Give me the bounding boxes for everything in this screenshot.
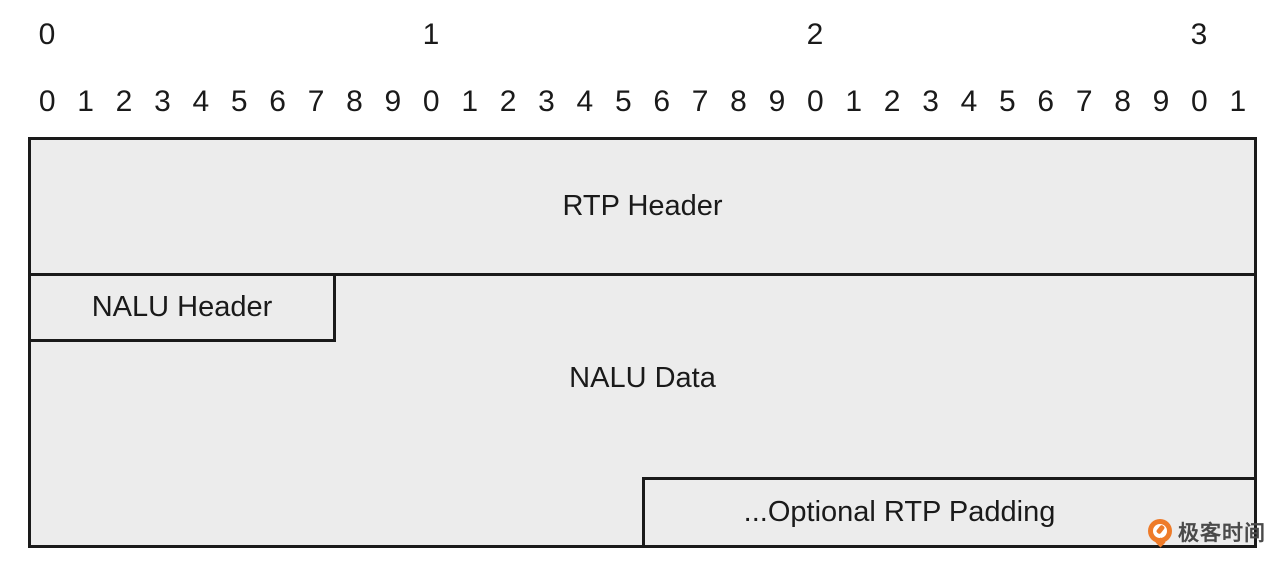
- nalu-data-label: NALU Data: [569, 362, 716, 394]
- bit-scale-label: 1: [1229, 85, 1247, 118]
- bit-scale-label: 7: [691, 85, 709, 118]
- geektime-logo-icon: [1148, 518, 1172, 547]
- bit-scale-label: 0: [422, 85, 440, 118]
- bit-scale-label: 9: [768, 85, 786, 118]
- bit-scale-row: 0 1 2 3 4 5 6 7 8 9 0 1 2 3 4 5 6 7 8 9 …: [28, 85, 1257, 119]
- byte-scale-label: 3: [1190, 18, 1208, 51]
- bit-scale-label: 3: [154, 85, 171, 118]
- bit-scale-label: 9: [384, 85, 402, 118]
- bit-scale-label: 8: [730, 85, 747, 118]
- nalu-header-box: NALU Header: [28, 273, 336, 342]
- geektime-watermark: 极客时间: [1148, 517, 1266, 547]
- bit-scale-label: 6: [269, 85, 286, 118]
- bit-scale-label: 5: [614, 85, 632, 118]
- bit-scale-label: 8: [346, 85, 363, 118]
- rtp-padding-label: ...Optional RTP Padding: [743, 496, 1056, 528]
- rtp-header-label: RTP Header: [562, 190, 723, 222]
- bit-scale-label: 4: [192, 85, 210, 118]
- bit-scale-label: 7: [1075, 85, 1093, 118]
- rtp-header-box: RTP Header: [28, 137, 1257, 276]
- nalu-header-label: NALU Header: [91, 291, 273, 323]
- bit-scale-label: 6: [1037, 85, 1055, 118]
- bit-scale-label: 0: [1191, 85, 1208, 118]
- bit-scale-label: 0: [806, 85, 824, 118]
- bit-scale-label: 2: [499, 85, 517, 118]
- geektime-brand-text: 极客时间: [1178, 522, 1266, 545]
- bit-scale-label: 4: [576, 85, 594, 118]
- bit-scale-label: 4: [960, 85, 978, 118]
- bit-scale-label: 5: [999, 85, 1016, 118]
- byte-scale-label: 2: [806, 18, 824, 51]
- bit-scale-label: 1: [461, 85, 479, 118]
- bit-scale-label: 7: [307, 85, 325, 118]
- byte-scale-row: 0 1 2 3: [0, 18, 1280, 52]
- bit-scale-label: 1: [845, 85, 863, 118]
- bit-scale-label: 3: [538, 85, 555, 118]
- byte-scale-label: 0: [38, 18, 56, 51]
- bit-scale-label: 0: [38, 85, 56, 118]
- byte-scale-label: 1: [422, 18, 440, 51]
- rtp-padding-box: ...Optional RTP Padding: [642, 477, 1257, 548]
- bit-scale-label: 5: [230, 85, 248, 118]
- bit-scale-label: 1: [77, 85, 94, 118]
- bit-scale-label: 8: [1114, 85, 1131, 118]
- bit-scale-label: 2: [883, 85, 901, 118]
- bit-scale-label: 2: [115, 85, 133, 118]
- bit-scale-label: 3: [922, 85, 939, 118]
- bit-scale-label: 6: [653, 85, 671, 118]
- bit-scale-label: 9: [1152, 85, 1170, 118]
